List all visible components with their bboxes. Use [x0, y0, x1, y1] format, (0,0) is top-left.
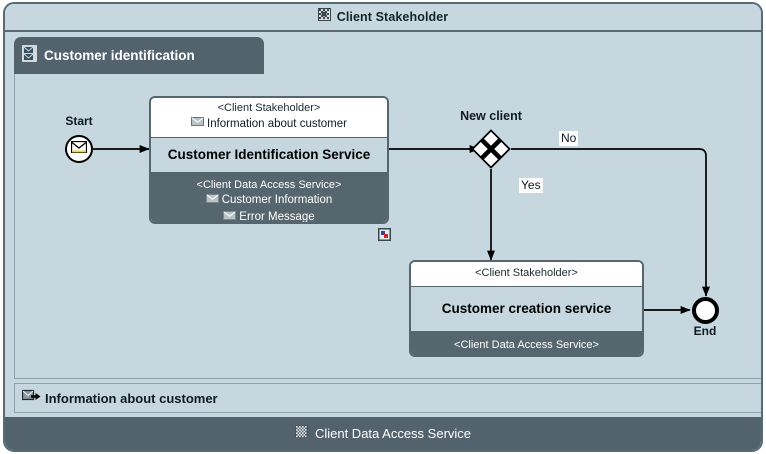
task-customer-identification-service[interactable]: <Client Stakeholder> Information about c… — [149, 96, 389, 224]
data-access-service-icon — [294, 424, 308, 443]
message-bar-label: Information about customer — [45, 390, 218, 406]
task1-output-item-1-label: Error Message — [239, 210, 315, 223]
task2-output-actor: <Client Data Access Service> — [454, 338, 599, 351]
lane-header: Customer identification — [14, 37, 264, 74]
message-out-icon — [21, 389, 41, 408]
task1-outputs: <Client Data Access Service> Customer In… — [151, 173, 387, 223]
start-event[interactable]: Start — [65, 114, 93, 163]
end-event-label: End — [693, 324, 717, 338]
footer-label: Client Data Access Service — [314, 426, 472, 441]
task2-title-band: Customer creation service — [411, 285, 642, 332]
task2-outputs: <Client Data Access Service> — [411, 331, 642, 355]
pool-title-label: Client Stakeholder — [336, 10, 449, 24]
pool-title-bar: Client Stakeholder — [5, 4, 761, 32]
process-card: Client Stakeholder Customer identificati… — [3, 2, 763, 452]
end-event[interactable]: End — [692, 297, 719, 338]
process-messages-icon — [22, 44, 37, 67]
compensation-marker-icon[interactable] — [378, 228, 391, 241]
footer-bar: Client Data Access Service — [5, 417, 761, 450]
task1-input-item-0: Information about customer — [157, 116, 381, 132]
task1-output-item-0-label: Customer Information — [221, 194, 333, 207]
lane-header-label: Customer identification — [44, 48, 195, 63]
task2-title: Customer creation service — [441, 300, 612, 316]
flow-label-no: No — [559, 131, 579, 146]
stakeholder-icon — [317, 8, 331, 26]
envelope-icon — [223, 209, 237, 222]
task1-output-item-1: Error Message — [157, 209, 381, 223]
task2-input-actor: <Client Stakeholder> — [475, 267, 578, 279]
flow-label-yes: Yes — [519, 178, 543, 193]
task1-input-item-0-label: Information about customer — [207, 117, 347, 130]
diagram-canvas: Start <Client Stakeholder> — [14, 74, 761, 379]
task1-title: Customer Identification Service — [167, 147, 371, 163]
start-event-circle — [65, 135, 93, 163]
start-event-label: Start — [65, 114, 93, 128]
task2-inputs: <Client Stakeholder> — [411, 262, 642, 286]
task1-inputs: <Client Stakeholder> Information about c… — [151, 98, 387, 138]
envelope-icon — [70, 140, 88, 158]
task1-output-actor: <Client Data Access Service> — [196, 179, 342, 192]
envelope-icon — [191, 116, 204, 132]
message-bar: Information about customer — [14, 383, 761, 413]
task1-title-band: Customer Identification Service — [151, 137, 387, 174]
envelope-icon — [205, 192, 219, 208]
task-customer-creation-service[interactable]: <Client Stakeholder> Customer creation s… — [409, 260, 644, 357]
gateway-label: New client — [460, 109, 522, 123]
task1-input-actor: <Client Stakeholder> — [217, 102, 321, 114]
end-event-circle — [692, 297, 719, 324]
gateway-new-client[interactable]: New client — [460, 109, 522, 169]
task1-output-item-0: Customer Information — [157, 192, 381, 208]
